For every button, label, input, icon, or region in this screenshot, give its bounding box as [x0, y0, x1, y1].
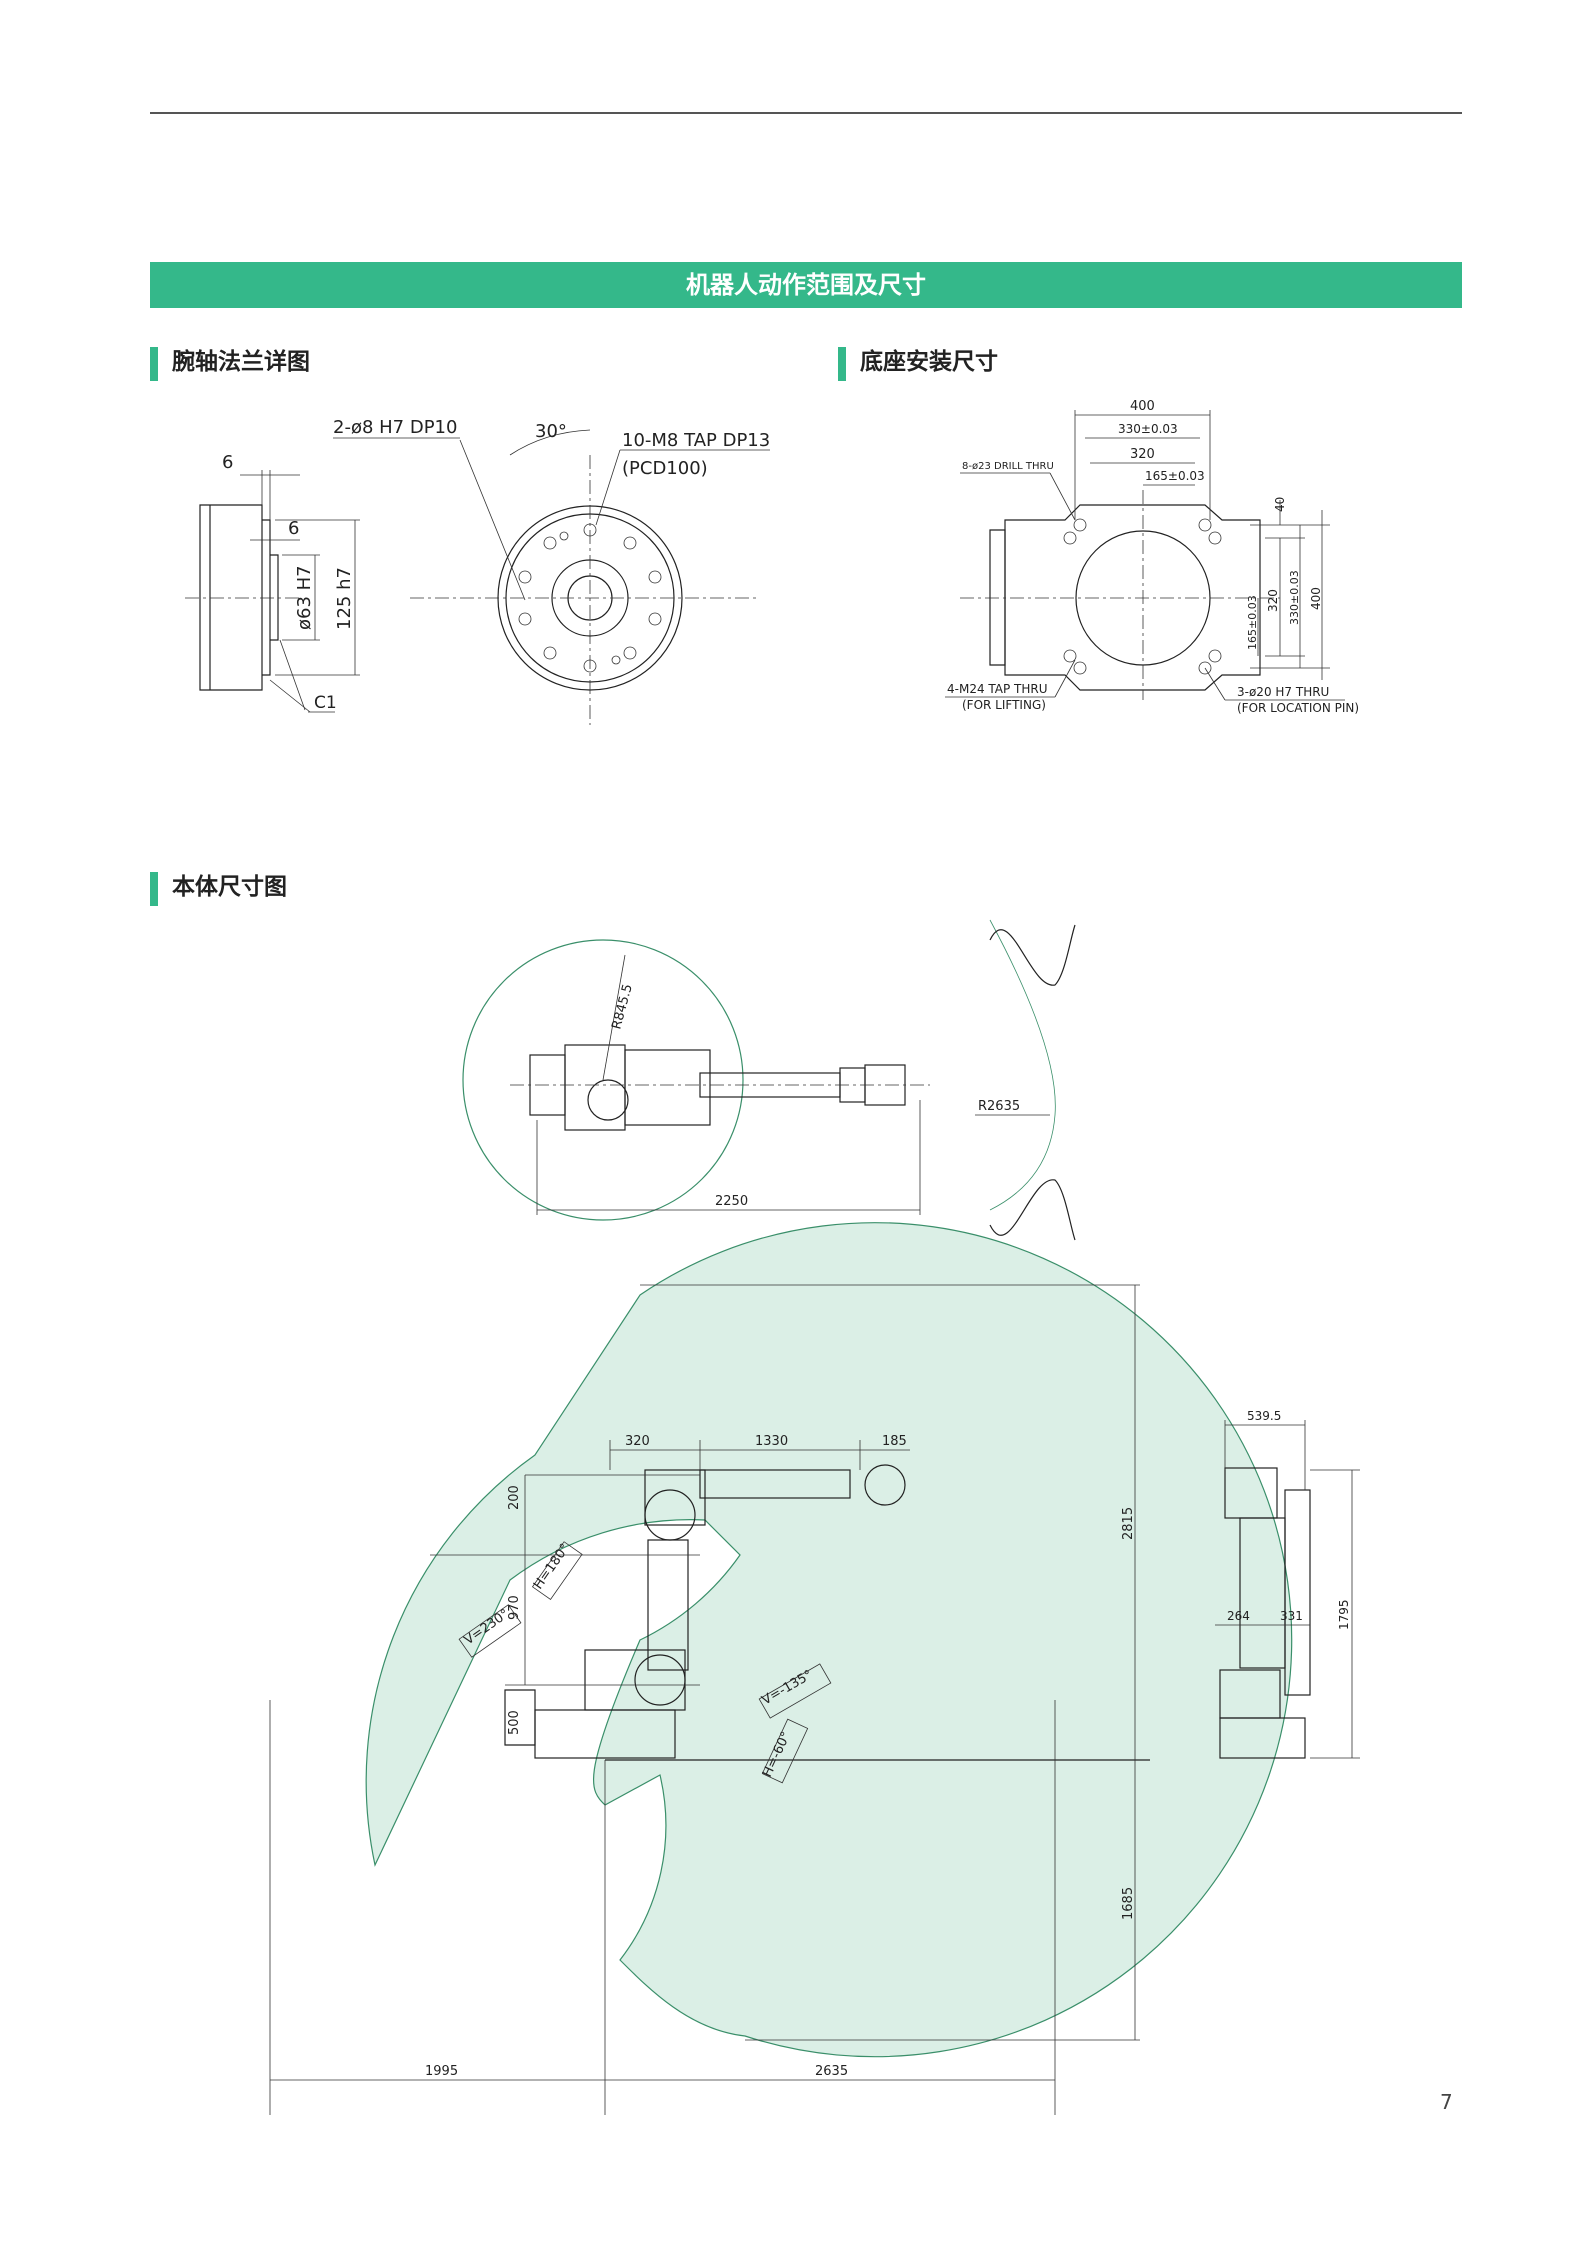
- dim-side-500: 500: [507, 1710, 522, 1735]
- section-base-mount-title: 底座安装尺寸: [838, 345, 998, 381]
- dim-base-v165: 165±0.03: [1246, 595, 1259, 650]
- dim-chamfer: C1: [314, 693, 337, 713]
- dim-6-mid: 6: [288, 518, 299, 539]
- dim-6-top: 6: [222, 452, 233, 473]
- dim-side-2635: 2635: [815, 2064, 848, 2079]
- dim-side-1330: 1330: [755, 1434, 788, 1449]
- dim-dia125: 125 h7: [334, 567, 355, 630]
- label-location-pin: 3-ø20 H7 THRU: [1237, 685, 1329, 699]
- dim-base-v330: 330±0.03: [1288, 570, 1301, 625]
- dim-base-165: 165±0.03: [1145, 469, 1205, 483]
- label-tap-holes: 10-M8 TAP DP13: [622, 430, 770, 451]
- dim-end-264: 264: [1227, 1609, 1250, 1623]
- top-rule: [150, 112, 1462, 114]
- dim-base-v400: 400: [1309, 587, 1323, 610]
- robot-top-view: R845.5 R2635 2250: [462, 919, 1076, 1241]
- dim-top-length: 2250: [715, 1194, 748, 1209]
- dim-angle-30: 30°: [535, 421, 567, 442]
- dim-base-320: 320: [1130, 447, 1155, 462]
- dim-side-970: 970: [507, 1595, 522, 1620]
- dim-side-1685: 1685: [1121, 1887, 1136, 1920]
- dim-base-v320: 320: [1266, 589, 1280, 612]
- base-mount-plan-view: 400 330±0.03 320 165±0.03 8-ø23 DRILL TH…: [945, 399, 1359, 715]
- label-lifting-taps: 4-M24 TAP THRU: [947, 682, 1048, 696]
- dim-side-320: 320: [625, 1434, 650, 1449]
- robot-end-view: 539.5 264 331 1795: [1215, 1409, 1360, 1759]
- section-banner: 机器人动作范围及尺寸: [150, 262, 1462, 308]
- label-location-pin-note: (FOR LOCATION PIN): [1237, 701, 1359, 715]
- dim-side-200: 200: [507, 1485, 522, 1510]
- robot-side-view: 320 1330 185 200 970 500 1995 2635 2815 …: [269, 1222, 1293, 2115]
- dim-base-330: 330±0.03: [1118, 422, 1178, 436]
- dim-side-1995: 1995: [425, 2064, 458, 2079]
- wrist-flange-side-view: 6 6 ø63 H7 125 h7 C1: [185, 452, 360, 713]
- dim-end-331: 331: [1280, 1609, 1303, 1623]
- label-drill-holes: 8-ø23 DRILL THRU: [962, 461, 1054, 472]
- label-lifting-note: (FOR LIFTING): [962, 698, 1046, 712]
- dim-dia63: ø63 H7: [294, 565, 315, 630]
- dim-side-2815: 2815: [1121, 1507, 1136, 1540]
- dim-end-1795: 1795: [1337, 1599, 1351, 1630]
- label-dowel-hole: 2-ø8 H7 DP10: [333, 417, 457, 438]
- dim-end-539: 539.5: [1247, 1409, 1281, 1423]
- dim-base-400: 400: [1130, 399, 1155, 414]
- section-body-dimension-title: 本体尺寸图: [150, 870, 287, 906]
- dim-base-v40: 40: [1273, 497, 1287, 512]
- label-pcd: (PCD100): [622, 458, 708, 479]
- section-wrist-flange-title: 腕轴法兰详图: [150, 345, 310, 381]
- page-number: 7: [1440, 2090, 1453, 2114]
- dim-side-185: 185: [882, 1434, 907, 1449]
- wrist-flange-front-view: 30° 2-ø8 H7 DP10 10-M8 TAP DP13 (PCD100): [333, 417, 770, 725]
- dim-top-radius-large: R2635: [978, 1099, 1020, 1114]
